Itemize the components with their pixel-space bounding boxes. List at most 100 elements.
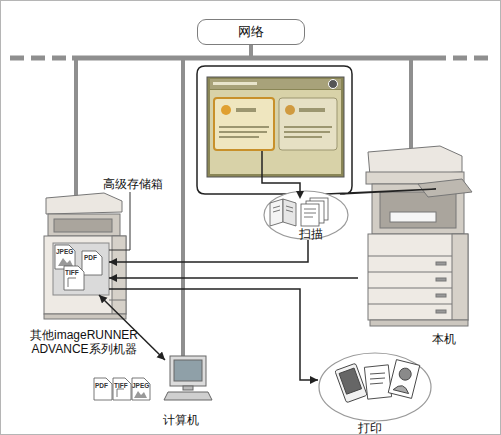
printed-photo [388, 360, 420, 399]
photo-face [398, 367, 413, 382]
screen-button-selected [214, 98, 274, 150]
jpeg-picture [134, 391, 147, 398]
printed-card-screen [339, 368, 362, 394]
book-line [273, 206, 280, 208]
network-dashes [10, 56, 72, 61]
page [301, 204, 319, 226]
photo-body [393, 384, 410, 394]
printer-drawer [109, 300, 126, 301]
connector [99, 295, 165, 360]
printer-output-gap [54, 219, 112, 232]
printer-paper [390, 212, 436, 222]
page [306, 201, 324, 223]
computer-files [94, 378, 150, 400]
button-mark [219, 131, 267, 133]
printed-card [335, 363, 367, 402]
page-line [304, 213, 316, 214]
printer-side [112, 236, 126, 314]
screen-body [210, 90, 341, 174]
file-icon [132, 378, 150, 400]
button-mark [284, 136, 322, 138]
printer-output-gap [380, 192, 456, 228]
button-mark [219, 126, 269, 128]
keyboard [164, 392, 212, 400]
file-icon [113, 378, 131, 400]
printer-output [372, 184, 464, 234]
printer-base [370, 320, 468, 326]
ui-callout [197, 66, 436, 194]
printer-feeder [46, 193, 122, 214]
printed-page [364, 365, 391, 399]
button-icon [221, 105, 231, 115]
network-drop [181, 58, 185, 358]
drawer-handle [436, 294, 446, 297]
network-bar [10, 56, 494, 61]
main-machine: 本机 [358, 138, 472, 330]
printer-body [368, 234, 468, 320]
network-drop [409, 58, 413, 148]
screen-title [210, 79, 341, 89]
network-drop [74, 58, 78, 196]
file-icon [64, 266, 84, 290]
file-icon [55, 245, 75, 269]
leader-line [109, 192, 130, 250]
printer-drawer [368, 288, 452, 289]
network-drop [249, 44, 253, 58]
network-line [72, 56, 432, 61]
title-bar-mark [213, 82, 257, 85]
callout-bubble [197, 66, 436, 194]
storage-panel [53, 243, 109, 295]
tiff-mark [117, 389, 118, 397]
printer-drawer [368, 304, 452, 305]
book-line [286, 210, 293, 212]
printer-drawer [368, 256, 452, 257]
button-mark [236, 108, 256, 112]
tiff-mark [68, 278, 69, 287]
screen [207, 77, 344, 177]
scan-bubble: 扫描 [263, 190, 349, 240]
network-box: 网络 [197, 19, 305, 45]
monitor [170, 356, 206, 386]
book-line [273, 210, 280, 212]
connector [109, 240, 308, 262]
file-icon [82, 251, 102, 275]
open-book [270, 199, 283, 226]
printer-feeder [368, 146, 462, 176]
connector [109, 277, 358, 279]
button-mark [219, 136, 259, 138]
file-type-label: PDF [84, 254, 97, 261]
file-type-label: TIFF [114, 382, 128, 389]
scan-documents [270, 198, 328, 226]
node-text: 扫描 [299, 227, 323, 241]
print-bubble: 打印 [318, 352, 432, 435]
page-line [304, 209, 316, 210]
page-line [370, 383, 383, 384]
file-type-label: PDF [95, 382, 108, 389]
arrow-head [296, 191, 304, 199]
screen-to-scan-line [262, 151, 300, 192]
page-line [304, 217, 313, 218]
printer-drawer [368, 272, 452, 273]
computer: 计算机 [165, 352, 215, 410]
drawer-handle [436, 310, 446, 313]
node-text: 其他imageRUNNER ADVANCE系列机器 [18, 328, 150, 356]
printer-base [44, 314, 126, 319]
screen-button [279, 98, 337, 150]
printer-body [44, 236, 126, 314]
button-mark [299, 108, 325, 112]
bubble-ellipse [319, 353, 431, 421]
node-text: 高级存储箱 [103, 177, 163, 191]
node-text: 打印 [358, 421, 382, 435]
monitor-stand [183, 386, 193, 390]
node-text: 本机 [432, 332, 456, 346]
printer-scanner [366, 172, 464, 184]
drawer-handle [436, 262, 446, 265]
file-type-label: JPEG [132, 382, 149, 389]
file-icon [94, 378, 112, 400]
drawer-handle [436, 278, 446, 281]
print-documents [335, 360, 420, 403]
